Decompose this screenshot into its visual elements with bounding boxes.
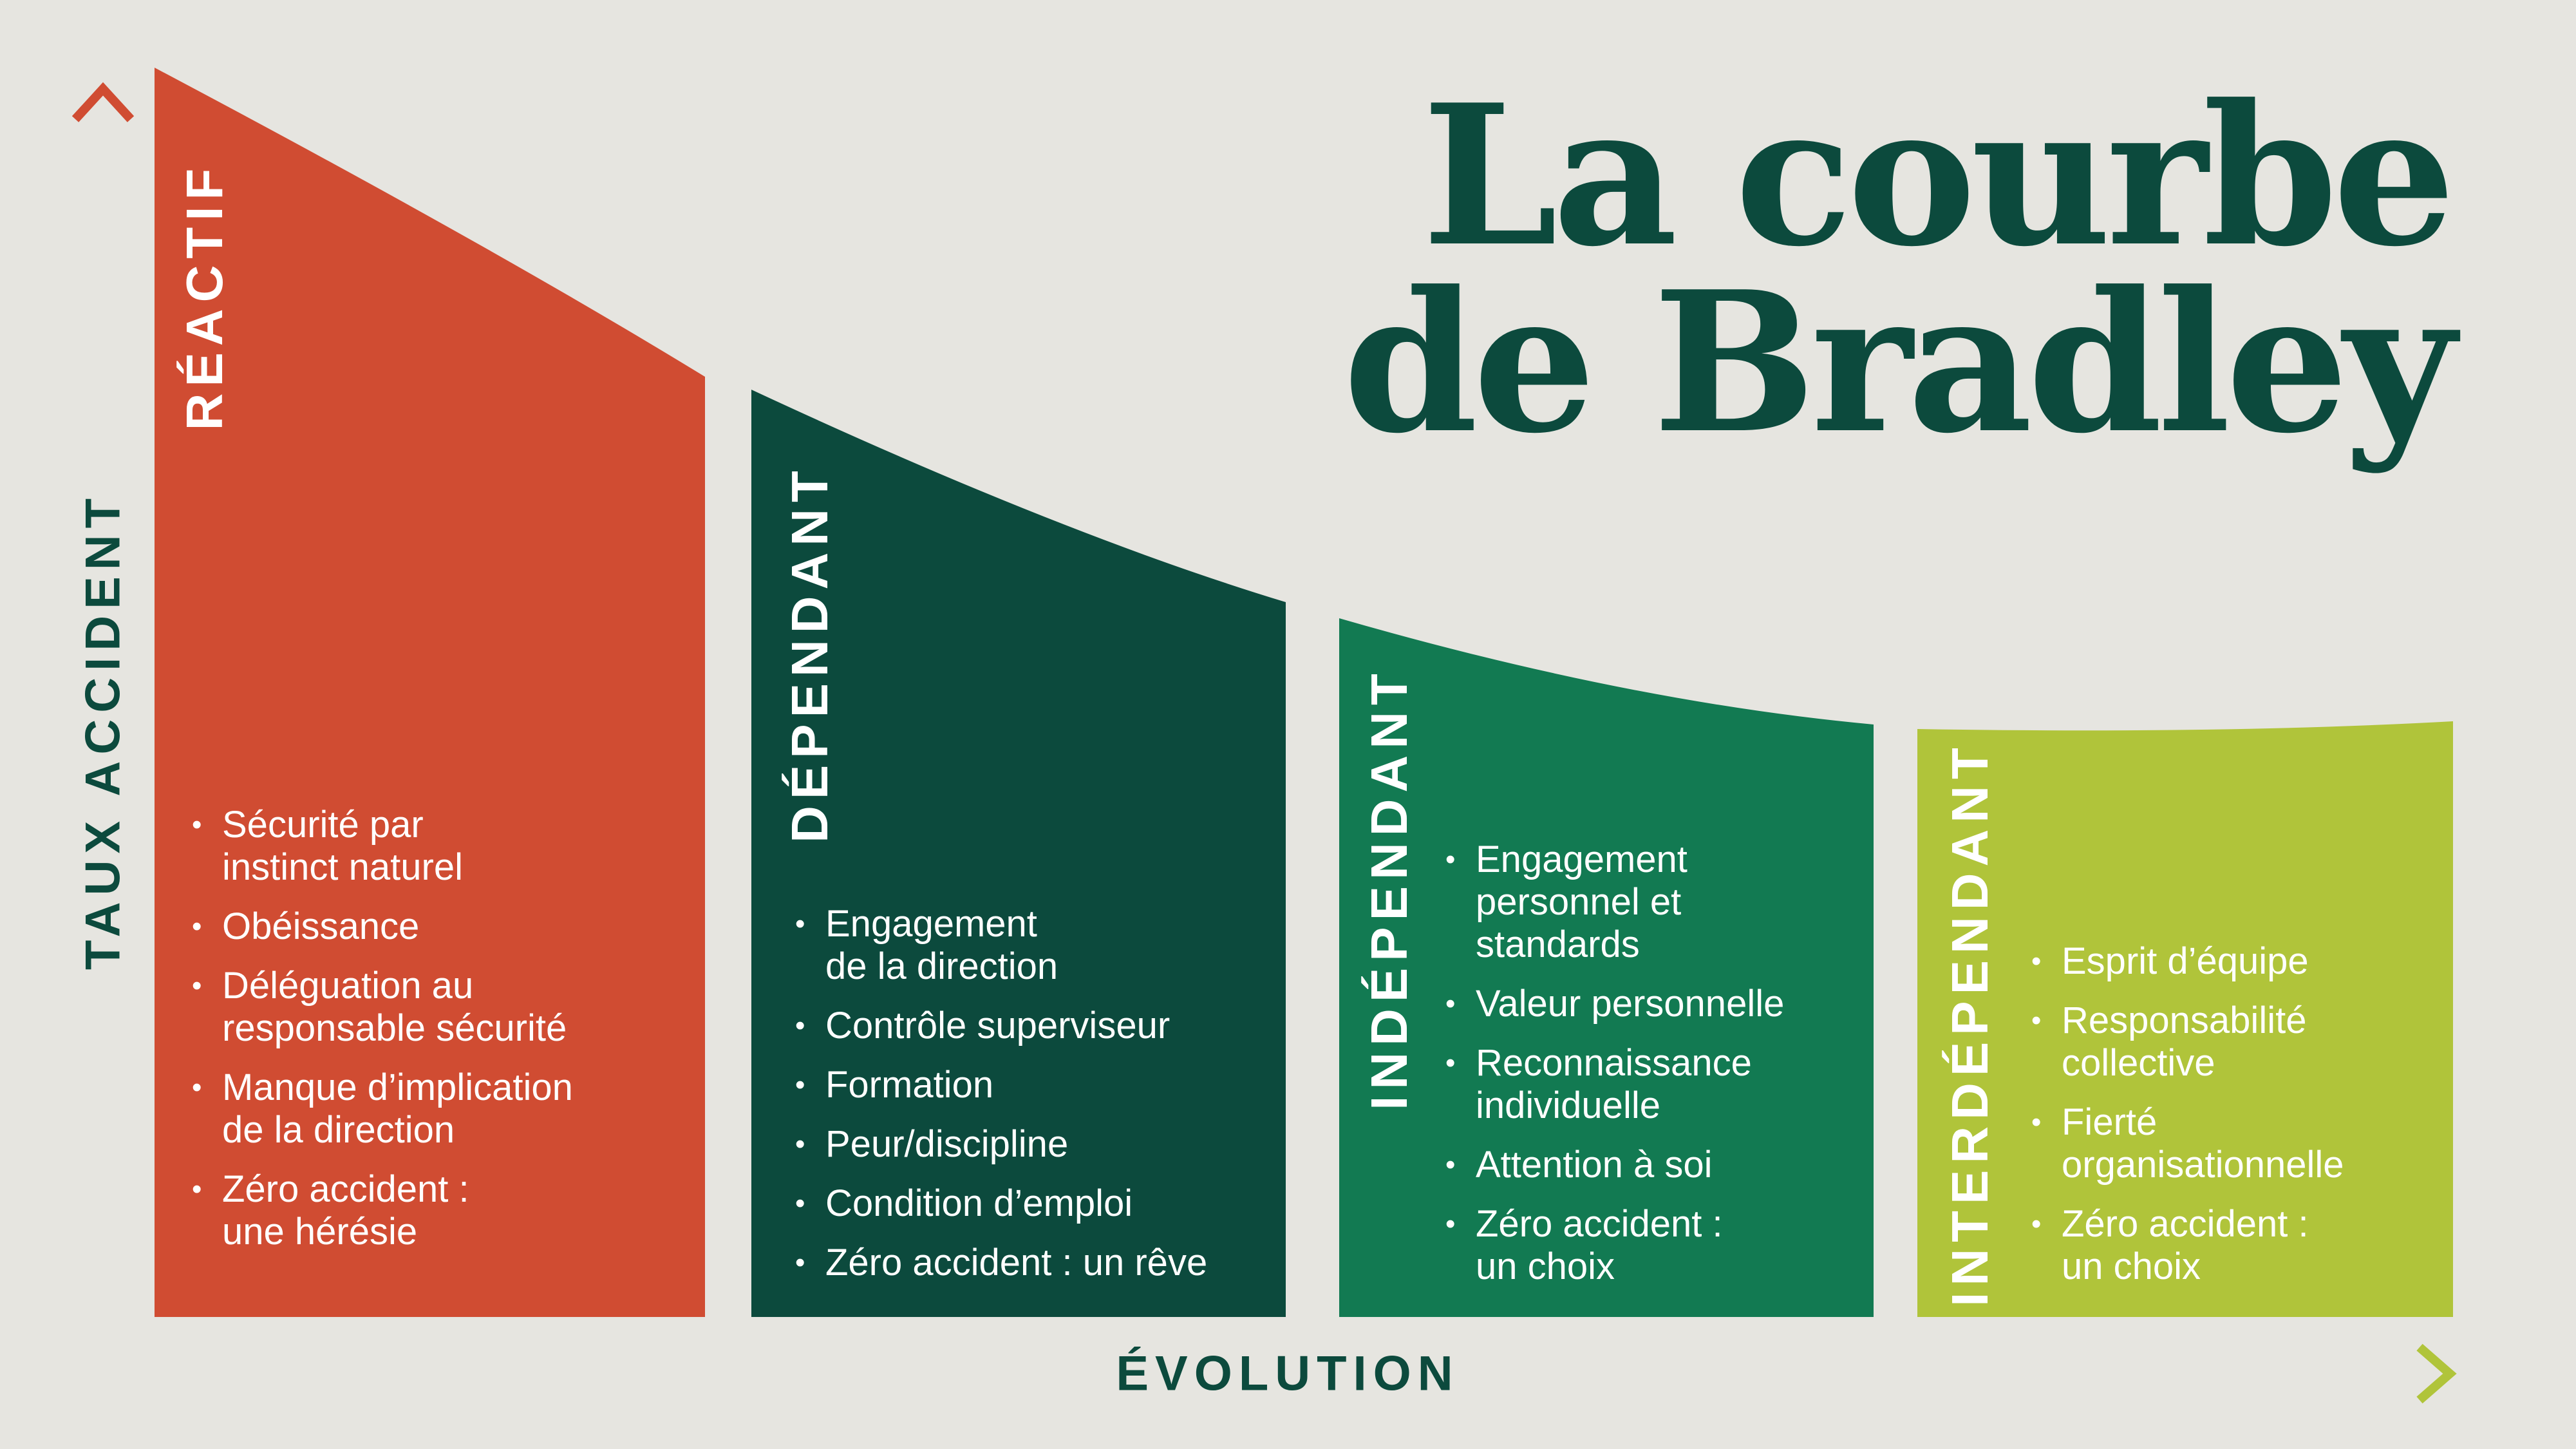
stage-label-dependant: DÉPENDANT — [781, 464, 838, 843]
list-item-text: Zéro accident : un rêve — [825, 1242, 1208, 1283]
list-item-text: Peur/discipline — [825, 1123, 1069, 1165]
list-item: Esprit d’équipe — [2026, 940, 2344, 983]
list-item: Formation — [790, 1064, 1207, 1106]
list-item: Zéro accident :une hérésie — [187, 1168, 573, 1253]
title-line-1: La courbe — [1422, 62, 2456, 289]
list-item-text: Esprit d’équipe — [2062, 940, 2309, 982]
list-item-text: Zéro accident :un choix — [1476, 1203, 1723, 1287]
x-axis-arrow-icon — [2416, 1343, 2457, 1404]
list-item-text: Contrôle superviseur — [825, 1005, 1170, 1046]
bullet-list-interdependant: Esprit d’équipe Responsabilitécollective… — [2026, 940, 2344, 1305]
stage-label-independant: INDÉPENDANT — [1360, 667, 1418, 1110]
list-item-text: Condition d’emploi — [825, 1182, 1133, 1224]
y-axis-label: TAUX ACCIDENT — [75, 491, 131, 971]
list-item-text: Zéro accident :une hérésie — [222, 1168, 469, 1253]
y-axis-arrow-icon — [71, 82, 135, 122]
list-item-text: Obéissance — [222, 905, 420, 947]
list-item: Valeur personnelle — [1440, 983, 1784, 1025]
list-item-text: Zéro accident :un choix — [2062, 1203, 2309, 1287]
diagram-title: La courbe de Bradley — [1343, 62, 2456, 476]
list-item: Peur/discipline — [790, 1123, 1207, 1166]
x-axis — [100, 1343, 2457, 1404]
list-item: Zéro accident :un choix — [1440, 1203, 1784, 1288]
title-line-2: de Bradley — [1343, 249, 2456, 476]
list-item: Condition d’emploi — [790, 1182, 1207, 1225]
list-item: Zéro accident :un choix — [2026, 1203, 2344, 1288]
list-item-text: Valeur personnelle — [1476, 983, 1785, 1025]
stage-label-reactif: RÉACTIF — [176, 162, 233, 431]
list-item-text: Attention à soi — [1476, 1144, 1713, 1186]
stage-label-interdependant: INTERDÉPENDANT — [1941, 741, 1998, 1307]
list-item: Contrôle superviseur — [790, 1005, 1207, 1047]
list-item: Zéro accident : un rêve — [790, 1242, 1207, 1284]
x-axis-label: ÉVOLUTION — [1116, 1346, 1460, 1401]
list-item: Attention à soi — [1440, 1144, 1784, 1186]
y-axis — [71, 82, 135, 1338]
list-item: Obéissance — [187, 905, 573, 948]
list-item-text: Formation — [825, 1064, 994, 1106]
panel-independant — [1339, 618, 1874, 1317]
